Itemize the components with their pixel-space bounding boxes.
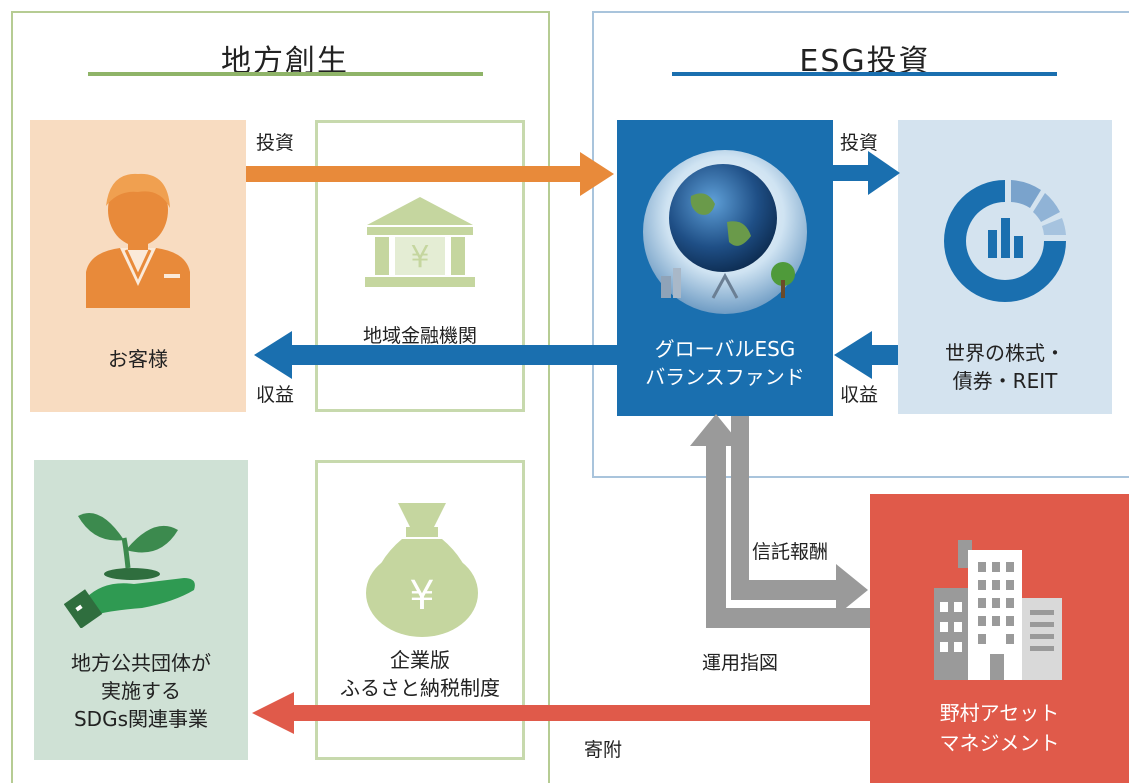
nomura-box: 野村アセット マネジメント — [870, 494, 1129, 783]
local-government-line2: 実施する — [101, 679, 181, 703]
return-label-left: 収益 — [256, 384, 295, 406]
nomura-line2: マネジメント — [939, 731, 1060, 755]
local-government-line1: 地方公共団体が — [71, 651, 211, 675]
fund-label-line1: グローバルESG — [654, 337, 796, 361]
invest-arrow-orange — [246, 152, 614, 196]
regional-bank-box: ¥ 地域金融機関 — [315, 120, 525, 412]
local-government-box: 地方公共団体が 実施する SDGs関連事業 — [34, 460, 248, 760]
building-icon — [934, 540, 1062, 680]
world-markets-line1: 世界の株式・ — [945, 341, 1065, 365]
donation-arrow — [252, 692, 870, 734]
bank-icon: ¥ — [365, 197, 475, 287]
world-markets-line2: 債券・REIT — [952, 369, 1058, 393]
customer-label: お客様 — [108, 347, 168, 371]
nomura-line1: 野村アセット — [939, 701, 1060, 725]
svg-text:¥: ¥ — [409, 573, 434, 619]
svg-text:¥: ¥ — [410, 240, 429, 275]
customer-icon — [86, 173, 190, 308]
money-bag-icon: ¥ — [366, 503, 478, 637]
invest-arrow-blue — [833, 151, 900, 195]
invest-label-left: 投資 — [256, 132, 295, 154]
sprout-hand-icon — [64, 513, 195, 628]
local-government-line3: SDGs関連事業 — [73, 707, 208, 731]
fund-box: グローバルESG バランスファンド — [617, 120, 833, 416]
customer-box: お客様 — [30, 120, 246, 412]
trust-fee-label: 信託報酬 — [752, 541, 829, 563]
invest-label-right: 投資 — [840, 132, 879, 154]
hometown-tax-line2: ふるさと納税制度 — [340, 676, 500, 700]
hometown-tax-line1: 企業版 — [390, 648, 450, 672]
return-label-right: 収益 — [840, 384, 879, 406]
instruction-arrow — [690, 414, 870, 628]
esg-investment-panel — [592, 11, 1129, 478]
instruction-label: 運用指図 — [702, 652, 779, 674]
return-arrow-blue-small — [834, 331, 898, 379]
fund-label-line2: バランスファンド — [645, 365, 805, 389]
return-arrow-blue — [254, 331, 617, 379]
globe-icon — [643, 150, 807, 314]
trust-fee-arrow — [731, 416, 868, 616]
donation-label: 寄附 — [584, 739, 623, 761]
left-title-underline — [88, 72, 483, 76]
analytics-icon — [944, 180, 1066, 302]
hometown-tax-box: ¥ 企業版 ふるさと納税制度 — [315, 460, 525, 760]
world-markets-box: 世界の株式・ 債券・REIT — [898, 120, 1112, 414]
local-revitalization-panel — [11, 11, 550, 783]
right-title-underline — [672, 72, 1057, 76]
regional-bank-label: 地域金融機関 — [362, 325, 477, 347]
